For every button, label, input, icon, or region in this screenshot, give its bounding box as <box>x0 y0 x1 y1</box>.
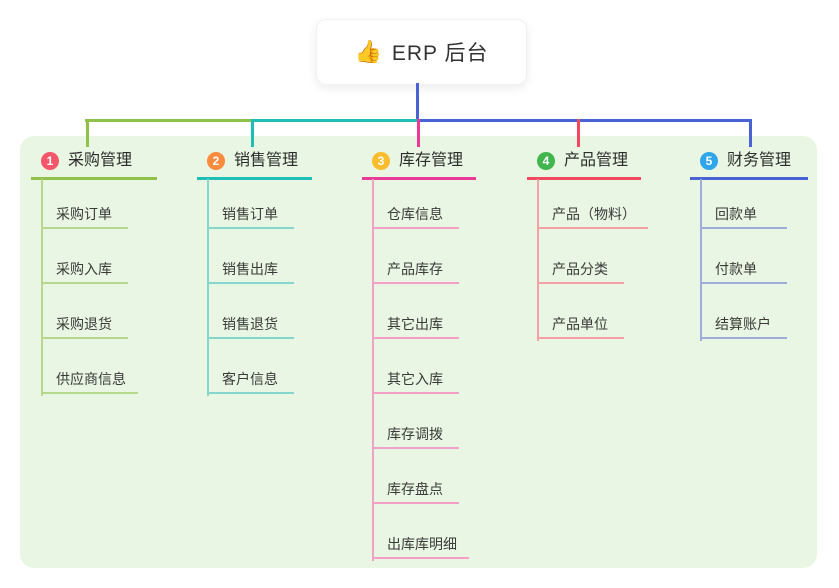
child-node-label: 客户信息 <box>222 371 278 387</box>
mindmap-child-node[interactable]: 产品库存 <box>372 260 459 284</box>
branch-title-label: 库存管理 <box>399 152 464 169</box>
mindmap-child-node[interactable]: 供应商信息 <box>41 370 138 394</box>
thumbs-up-icon: 👍 <box>354 39 382 64</box>
branch-spine-line-4 <box>537 179 539 341</box>
child-node-label: 销售出库 <box>222 261 278 277</box>
child-node-label: 销售退货 <box>222 316 278 332</box>
trunk-segment-1 <box>85 119 252 122</box>
branch-title-2[interactable]: 2 销售管理 <box>197 150 312 180</box>
mindmap-child-node[interactable]: 销售退货 <box>207 315 294 339</box>
branch-spine-line-1 <box>41 179 43 396</box>
branch-spine-line-2 <box>207 179 209 396</box>
child-node-label: 其它入库 <box>387 371 443 387</box>
branch-badge-1: 1 <box>41 152 59 170</box>
branches-panel <box>20 136 817 568</box>
child-node-label: 采购订单 <box>56 206 112 222</box>
mindmap-child-node[interactable]: 客户信息 <box>207 370 294 394</box>
branch-drop-line-3 <box>417 119 420 147</box>
branch-drop-line-1 <box>86 119 89 147</box>
child-node-label: 产品（物料） <box>552 206 636 222</box>
branch-title-label: 销售管理 <box>234 152 299 169</box>
branch-title-4[interactable]: 4 产品管理 <box>527 150 641 180</box>
child-node-label: 付款单 <box>715 261 757 277</box>
child-node-label: 库存调拨 <box>387 426 443 442</box>
mindmap-child-node[interactable]: 付款单 <box>700 260 787 284</box>
child-node-label: 采购退货 <box>56 316 112 332</box>
root-node[interactable]: 👍 ERP 后台 <box>316 19 527 85</box>
child-node-label: 回款单 <box>715 206 757 222</box>
root-connector-line <box>416 83 419 119</box>
mindmap-child-node[interactable]: 产品（物料） <box>537 205 648 229</box>
branch-badge-4: 4 <box>537 152 555 170</box>
mindmap-child-node[interactable]: 其它入库 <box>372 370 459 394</box>
trunk-segment-3 <box>417 119 752 122</box>
root-node-label: ERP 后台 <box>391 42 489 65</box>
child-node-label: 其它出库 <box>387 316 443 332</box>
mindmap-child-node[interactable]: 回款单 <box>700 205 787 229</box>
branch-spine-line-3 <box>372 179 374 561</box>
child-node-label: 仓库信息 <box>387 206 443 222</box>
child-node-label: 产品库存 <box>387 261 443 277</box>
trunk-segment-2 <box>252 119 417 122</box>
mindmap-child-node[interactable]: 采购订单 <box>41 205 128 229</box>
mindmap-child-node[interactable]: 其它出库 <box>372 315 459 339</box>
mindmap-child-node[interactable]: 采购退货 <box>41 315 128 339</box>
mindmap-child-node[interactable]: 销售订单 <box>207 205 294 229</box>
child-node-label: 产品单位 <box>552 316 608 332</box>
mindmap-child-node[interactable]: 出库库明细 <box>372 535 469 559</box>
child-node-label: 出库库明细 <box>387 536 457 552</box>
branch-spine-line-5 <box>700 179 702 341</box>
mindmap-child-node[interactable]: 库存盘点 <box>372 480 459 504</box>
branch-title-label: 采购管理 <box>68 152 133 169</box>
mindmap-child-node[interactable]: 库存调拨 <box>372 425 459 449</box>
child-node-label: 结算账户 <box>715 316 771 332</box>
branch-title-label: 产品管理 <box>564 152 629 169</box>
branch-badge-3: 3 <box>372 152 390 170</box>
branch-badge-2: 2 <box>207 152 225 170</box>
branch-title-label: 财务管理 <box>727 152 792 169</box>
child-node-label: 销售订单 <box>222 206 278 222</box>
child-node-label: 采购入库 <box>56 261 112 277</box>
mindmap-child-node[interactable]: 采购入库 <box>41 260 128 284</box>
child-node-label: 供应商信息 <box>56 371 126 387</box>
mindmap-child-node[interactable]: 销售出库 <box>207 260 294 284</box>
mindmap-child-node[interactable]: 仓库信息 <box>372 205 459 229</box>
mindmap-child-node[interactable]: 产品分类 <box>537 260 624 284</box>
branch-badge-5: 5 <box>700 152 718 170</box>
branch-drop-line-4 <box>577 119 580 147</box>
branch-drop-line-5 <box>749 119 752 147</box>
branch-drop-line-2 <box>251 119 254 147</box>
child-node-label: 库存盘点 <box>387 481 443 497</box>
mindmap-child-node[interactable]: 结算账户 <box>700 315 787 339</box>
branch-title-1[interactable]: 1 采购管理 <box>31 150 157 180</box>
branch-title-3[interactable]: 3 库存管理 <box>362 150 476 180</box>
mindmap-child-node[interactable]: 产品单位 <box>537 315 624 339</box>
child-node-label: 产品分类 <box>552 261 608 277</box>
branch-title-5[interactable]: 5 财务管理 <box>690 150 808 180</box>
